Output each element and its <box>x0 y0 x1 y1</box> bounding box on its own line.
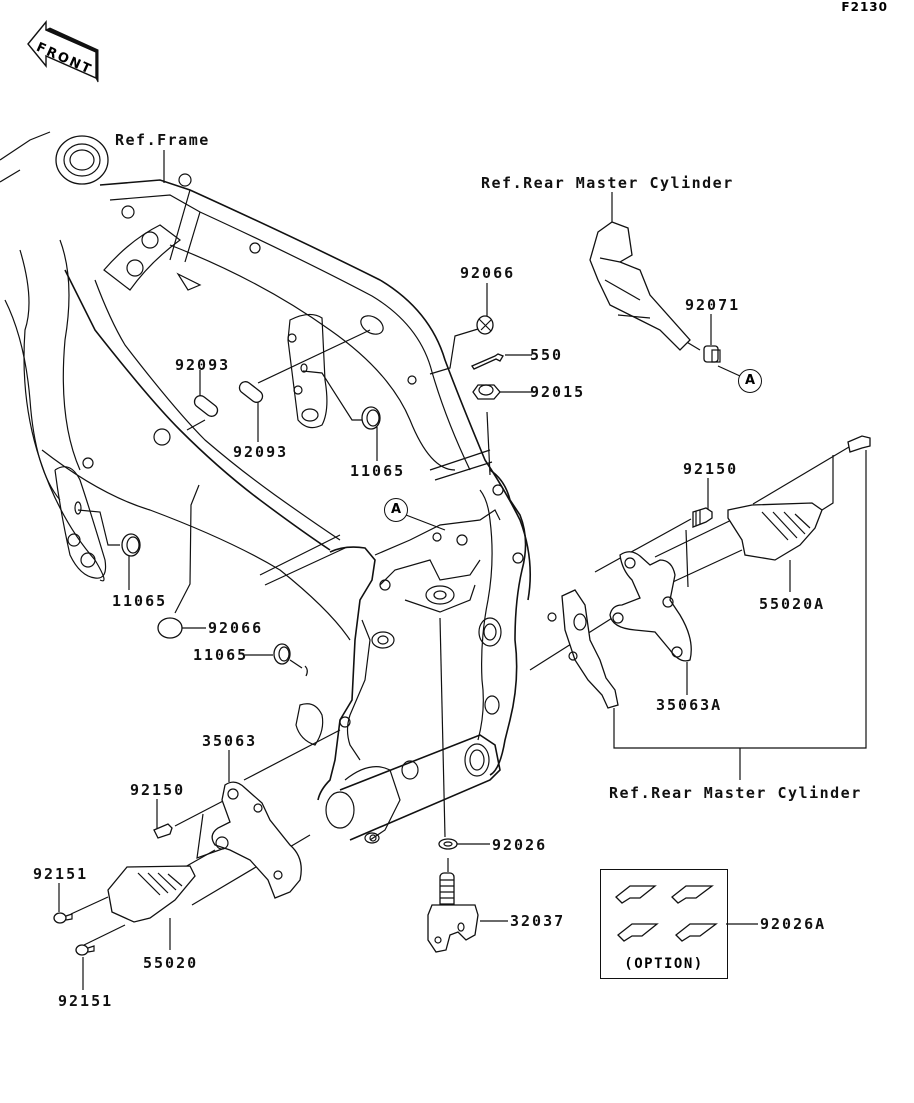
callout-a-rear-master: A <box>738 369 762 393</box>
part-92151-lower <box>75 944 95 956</box>
part-35063 <box>211 781 302 899</box>
part-92151-upper <box>53 912 73 924</box>
part-92093-right <box>238 381 264 403</box>
part-11065-lower <box>273 643 291 665</box>
rear-master-cylinder-upper <box>589 221 691 351</box>
frame-drawing <box>0 131 532 844</box>
part-label-11065-lower[interactable]: 11065 <box>193 646 249 664</box>
part-11065-left <box>121 533 141 557</box>
rear-bolt-upper <box>847 435 871 453</box>
part-label-92093-left[interactable]: 92093 <box>175 356 231 374</box>
small-parts <box>53 221 871 956</box>
part-label-92066-top[interactable]: 92066 <box>460 264 516 282</box>
part-label-92093-right[interactable]: 92093 <box>233 443 289 461</box>
ref-rear-master-cylinder-bottom-label: Ref.Rear Master Cylinder <box>609 784 862 802</box>
part-92015 <box>472 384 501 400</box>
diagram-code: F2130 <box>841 0 888 14</box>
part-label-92150-left[interactable]: 92150 <box>130 781 186 799</box>
part-55020A <box>727 502 823 561</box>
part-label-11065-center[interactable]: 11065 <box>350 462 406 480</box>
part-55020 <box>107 865 196 923</box>
part-92026 <box>438 838 458 850</box>
part-550 <box>471 353 504 370</box>
part-label-55020A[interactable]: 55020A <box>759 595 826 613</box>
part-label-92026[interactable]: 92026 <box>492 836 548 854</box>
part-label-92151-upper[interactable]: 92151 <box>33 865 89 883</box>
front-arrow-icon <box>27 20 99 83</box>
part-label-92150-right[interactable]: 92150 <box>683 460 739 478</box>
leader-lines <box>58 150 867 990</box>
part-label-92066-left[interactable]: 92066 <box>208 619 264 637</box>
part-label-92151-lower[interactable]: 92151 <box>58 992 114 1010</box>
shim-plates <box>615 885 718 942</box>
part-label-92015[interactable]: 92015 <box>530 383 586 401</box>
part-92071 <box>703 345 719 363</box>
part-35063A <box>609 551 692 662</box>
part-label-550[interactable]: 550 <box>530 346 564 364</box>
part-92150-left <box>153 823 173 839</box>
part-label-32037[interactable]: 32037 <box>510 912 566 930</box>
rear-master-cylinder-lower <box>561 589 619 709</box>
part-32037 <box>427 872 479 953</box>
part-label-55020[interactable]: 55020 <box>143 954 199 972</box>
part-label-11065-left[interactable]: 11065 <box>112 592 168 610</box>
part-label-35063[interactable]: 35063 <box>202 732 258 750</box>
ref-frame-label: Ref.Frame <box>115 131 210 149</box>
part-92066-left <box>157 617 183 639</box>
part-label-92026A[interactable]: 92026A <box>760 915 827 933</box>
part-label-35063A[interactable]: 35063A <box>656 696 723 714</box>
option-label: (OPTION) <box>624 956 704 972</box>
option-box: (OPTION) <box>600 869 728 979</box>
part-label-92071[interactable]: 92071 <box>685 296 741 314</box>
callout-a-frame: A <box>384 498 408 522</box>
part-92150-right <box>692 507 713 528</box>
part-92093-left <box>193 395 219 417</box>
ref-rear-master-cylinder-top-label: Ref.Rear Master Cylinder <box>481 174 734 192</box>
part-11065-center <box>361 406 381 430</box>
